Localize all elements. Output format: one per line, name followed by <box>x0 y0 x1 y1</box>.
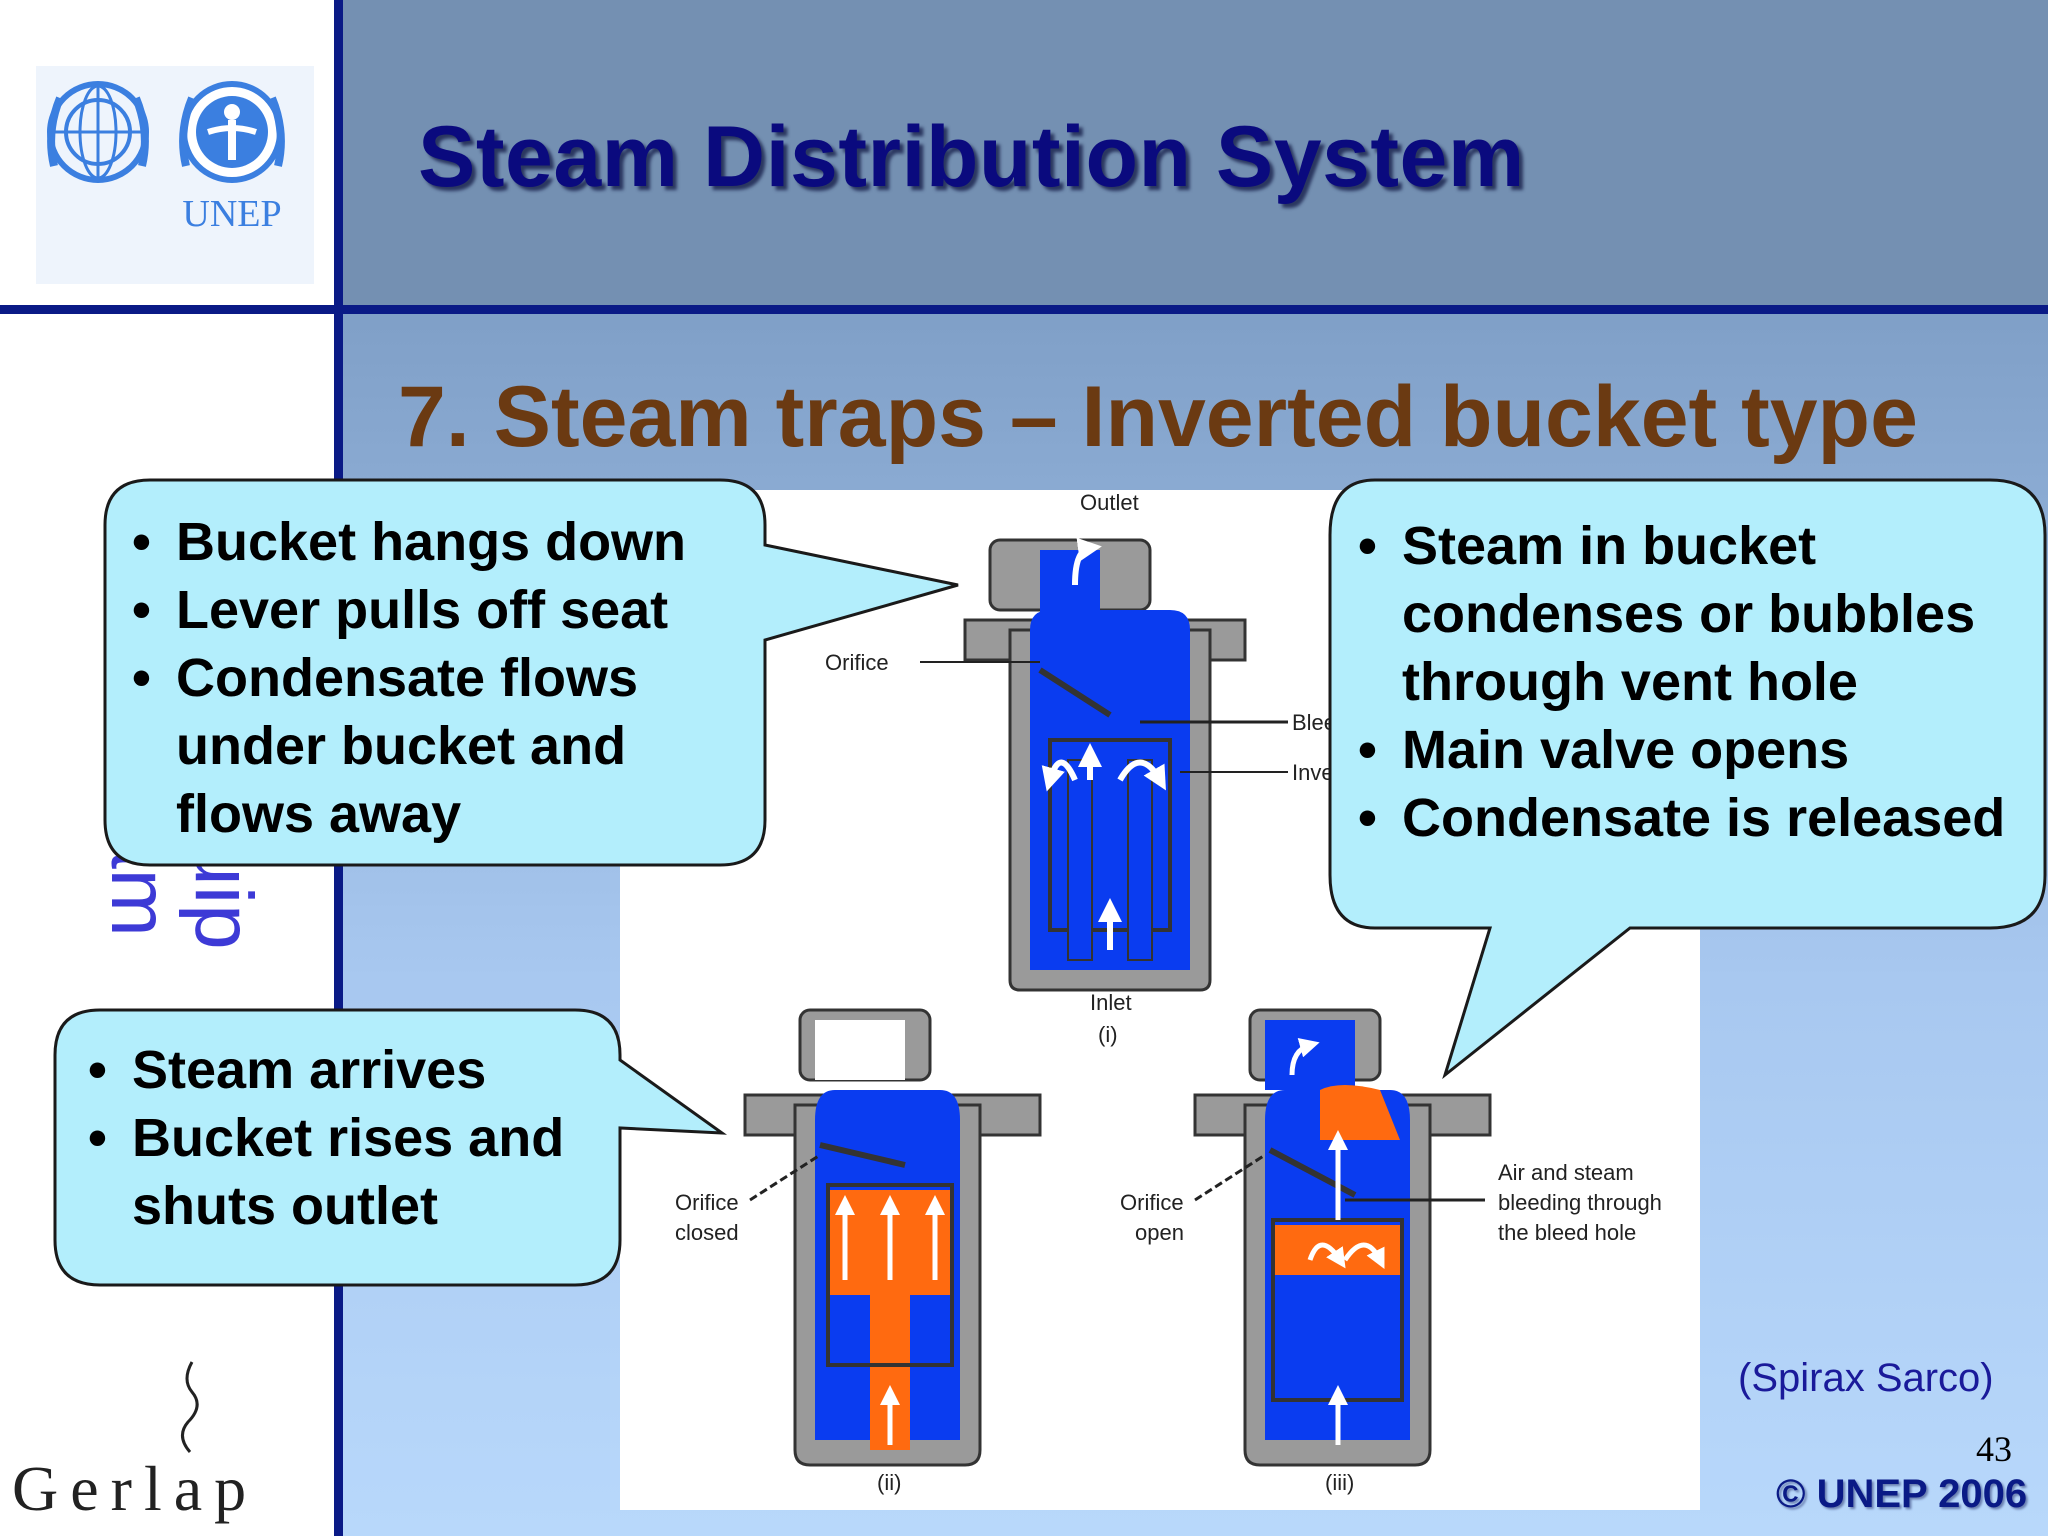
copyright-notice: © UNEP 2006 <box>1776 1472 2028 1516</box>
callout-item: Bucket rises and shuts outlet <box>88 1104 608 1240</box>
trap-diagram-2: Orifice closed (ii) <box>675 1008 1042 1495</box>
callout-top-left: Bucket hangs down Lever pulls off seat C… <box>132 508 752 848</box>
trap-diagram-1: Outlet Orifice Bleed Invert Inlet (i) <box>825 490 1348 1047</box>
unep-emblem-icon <box>179 81 285 183</box>
label-inlet: Inlet <box>1090 990 1132 1015</box>
unep-logo-text: UNEP <box>182 193 281 235</box>
label-orifice-open-2: open <box>1135 1220 1184 1245</box>
label-orifice-closed-2: closed <box>675 1220 739 1245</box>
label-orifice: Orifice <box>825 650 889 675</box>
label-fig-1: (i) <box>1098 1022 1118 1047</box>
callout-item: Bucket hangs down <box>132 508 752 576</box>
label-air-steam-2: bleeding through <box>1498 1190 1662 1215</box>
callout-item: Lever pulls off seat <box>132 576 752 644</box>
label-air-steam-1: Air and steam <box>1498 1160 1634 1185</box>
gerlap-logo-text: Gerlap <box>12 1453 258 1524</box>
callout-item: Condensate flows under bucket and flows … <box>132 644 752 848</box>
horizontal-rule <box>0 305 2048 314</box>
page-number: 43 <box>1976 1429 2012 1469</box>
label-orifice-closed-1: Orifice <box>675 1190 739 1215</box>
image-credit: (Spirax Sarco) <box>1738 1356 1994 1400</box>
un-emblem-icon <box>47 81 149 183</box>
callout-item: Main valve opens <box>1358 716 2038 784</box>
callout-item: Steam arrives <box>88 1036 608 1104</box>
label-outlet: Outlet <box>1080 490 1139 515</box>
label-fig-2: (ii) <box>877 1470 901 1495</box>
unep-logo: UNEP <box>36 66 314 284</box>
callout-item: Steam in bucket condenses or bubbles thr… <box>1358 512 2038 716</box>
slide-subtitle: 7. Steam traps – Inverted bucket type <box>398 369 1918 465</box>
slide-title: Steam Distribution System <box>418 109 1525 205</box>
header-band <box>340 0 2048 305</box>
label-orifice-open-1: Orifice <box>1120 1190 1184 1215</box>
label-fig-3: (iii) <box>1325 1470 1354 1495</box>
callout-bottom-left: Steam arrives Bucket rises and shuts out… <box>88 1036 608 1240</box>
callout-top-right: Steam in bucket condenses or bubbles thr… <box>1358 512 2038 852</box>
label-air-steam-3: the bleed hole <box>1498 1220 1636 1245</box>
callout-item: Condensate is released <box>1358 784 2038 852</box>
trap-diagram-3: Orifice open Air and steam bleeding thro… <box>1120 1008 1662 1495</box>
gerlap-logo: Gerlap <box>12 1360 332 1530</box>
